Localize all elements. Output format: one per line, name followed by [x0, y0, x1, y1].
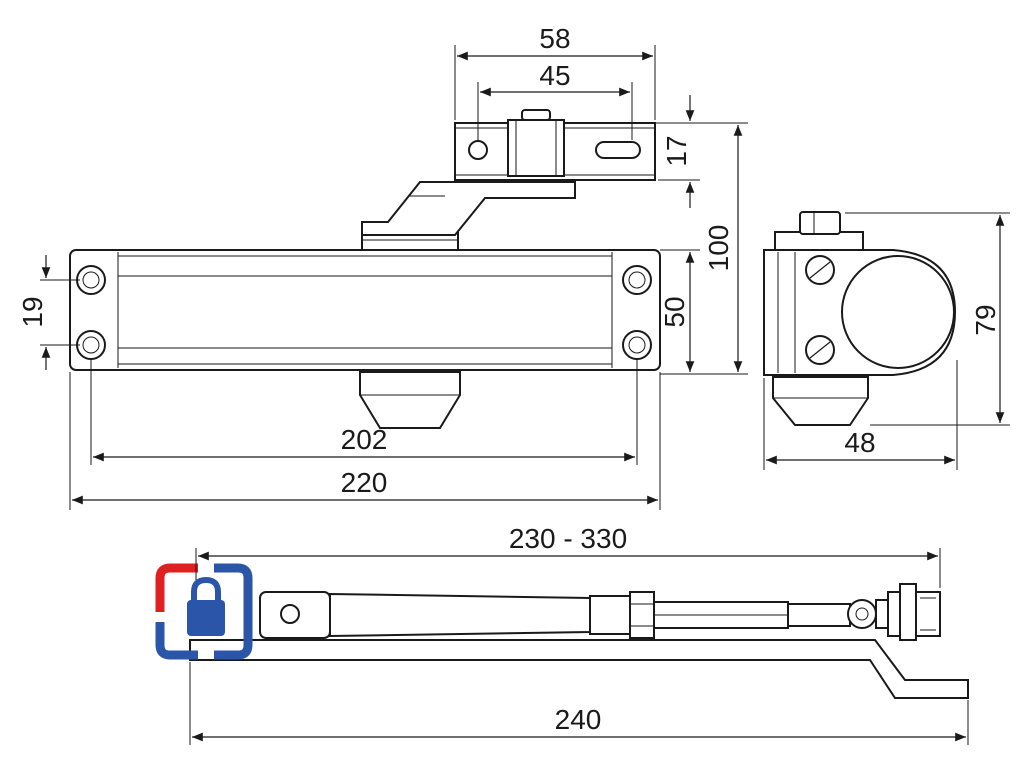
- dim-arm-length: 240: [555, 704, 602, 735]
- mounting-bracket: [454, 109, 656, 181]
- screw-bottom: [805, 335, 835, 365]
- brand-logo: [155, 563, 253, 660]
- arm-front-view: [361, 181, 576, 236]
- dim-bracket-height: 17: [661, 135, 692, 166]
- spindle-bottom: [359, 371, 461, 429]
- dim-body-height: 50: [659, 296, 690, 327]
- screw-top: [805, 255, 835, 285]
- dim-hole-spacing-vertical: 19: [17, 296, 48, 327]
- dim-bracket-outer: 58: [539, 23, 570, 54]
- dimension-lines: [40, 45, 1010, 745]
- side-cap: [841, 255, 955, 369]
- mounting-hole-top-right: [622, 265, 652, 295]
- dim-total-height: 100: [703, 225, 734, 272]
- dim-side-height: 79: [970, 304, 1001, 335]
- padlock-icon: [187, 576, 225, 636]
- logo-blue-bracket-left: [155, 622, 198, 660]
- side-spindle: [772, 376, 869, 426]
- closer-body-front-view: [69, 231, 661, 429]
- logo-red-bracket: [155, 563, 198, 612]
- bracket-hinge: [507, 119, 565, 177]
- logo-blue-bracket-right: [214, 563, 253, 660]
- dim-body-length: 220: [341, 467, 388, 498]
- dimension-labels: 58 45 17 100 19 50 202 220 79 48 230 - 3…: [17, 23, 1001, 735]
- dim-side-width: 48: [844, 427, 875, 458]
- mounting-hole-bottom-right: [622, 330, 652, 360]
- dim-hole-spacing-horizontal: 202: [341, 424, 388, 455]
- closer-side-view: [763, 211, 957, 426]
- mounting-hole-top-left: [76, 265, 106, 295]
- mounting-hole-bottom-left: [76, 330, 106, 360]
- dim-bracket-holes: 45: [539, 60, 570, 91]
- dim-arm-adjustable: 230 - 330: [509, 523, 627, 554]
- bracket-hole: [468, 140, 488, 160]
- bracket-slot: [595, 141, 641, 159]
- arm-assembly-view: [189, 583, 969, 699]
